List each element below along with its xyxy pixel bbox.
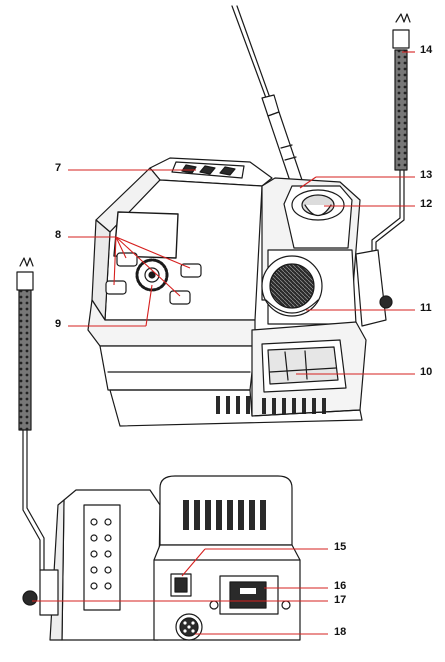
iron-connector (175, 613, 203, 641)
callout-10: 10 (420, 366, 433, 378)
iron-cable (231, 5, 271, 99)
sponge-tray (251, 321, 367, 417)
callout-8: 8 (55, 229, 62, 241)
leader-8d (115, 236, 181, 297)
callout-17: 17 (334, 594, 347, 606)
adjustment-knob (135, 258, 169, 292)
callout-14: 14 (420, 44, 433, 56)
display-screen (113, 211, 179, 259)
callout-11: 11 (420, 302, 432, 314)
callout-13: 13 (420, 169, 433, 181)
leader-lines (32, 51, 415, 635)
callout-15: 15 (334, 541, 347, 553)
right-clip (392, 13, 411, 171)
callout-7: 7 (55, 162, 62, 174)
leader-15a (181, 548, 206, 577)
leader-9b (145, 284, 153, 327)
front-vents (216, 396, 326, 414)
leader-8b (115, 236, 191, 269)
callout-9: 9 (55, 318, 62, 330)
leader-8a (115, 236, 127, 259)
callout-16: 16 (334, 580, 347, 592)
callout-12: 12 (420, 198, 433, 210)
power-switch (170, 573, 192, 597)
left-clip (16, 257, 45, 571)
callout-18: 18 (334, 626, 347, 638)
leader-8c (113, 236, 117, 286)
cleaning-wire-holder (261, 249, 357, 325)
control-buttons (105, 252, 202, 305)
power-socket (209, 575, 291, 615)
back-view-stand (22, 489, 161, 641)
leader-13a (299, 176, 317, 189)
back-vents (183, 500, 266, 530)
